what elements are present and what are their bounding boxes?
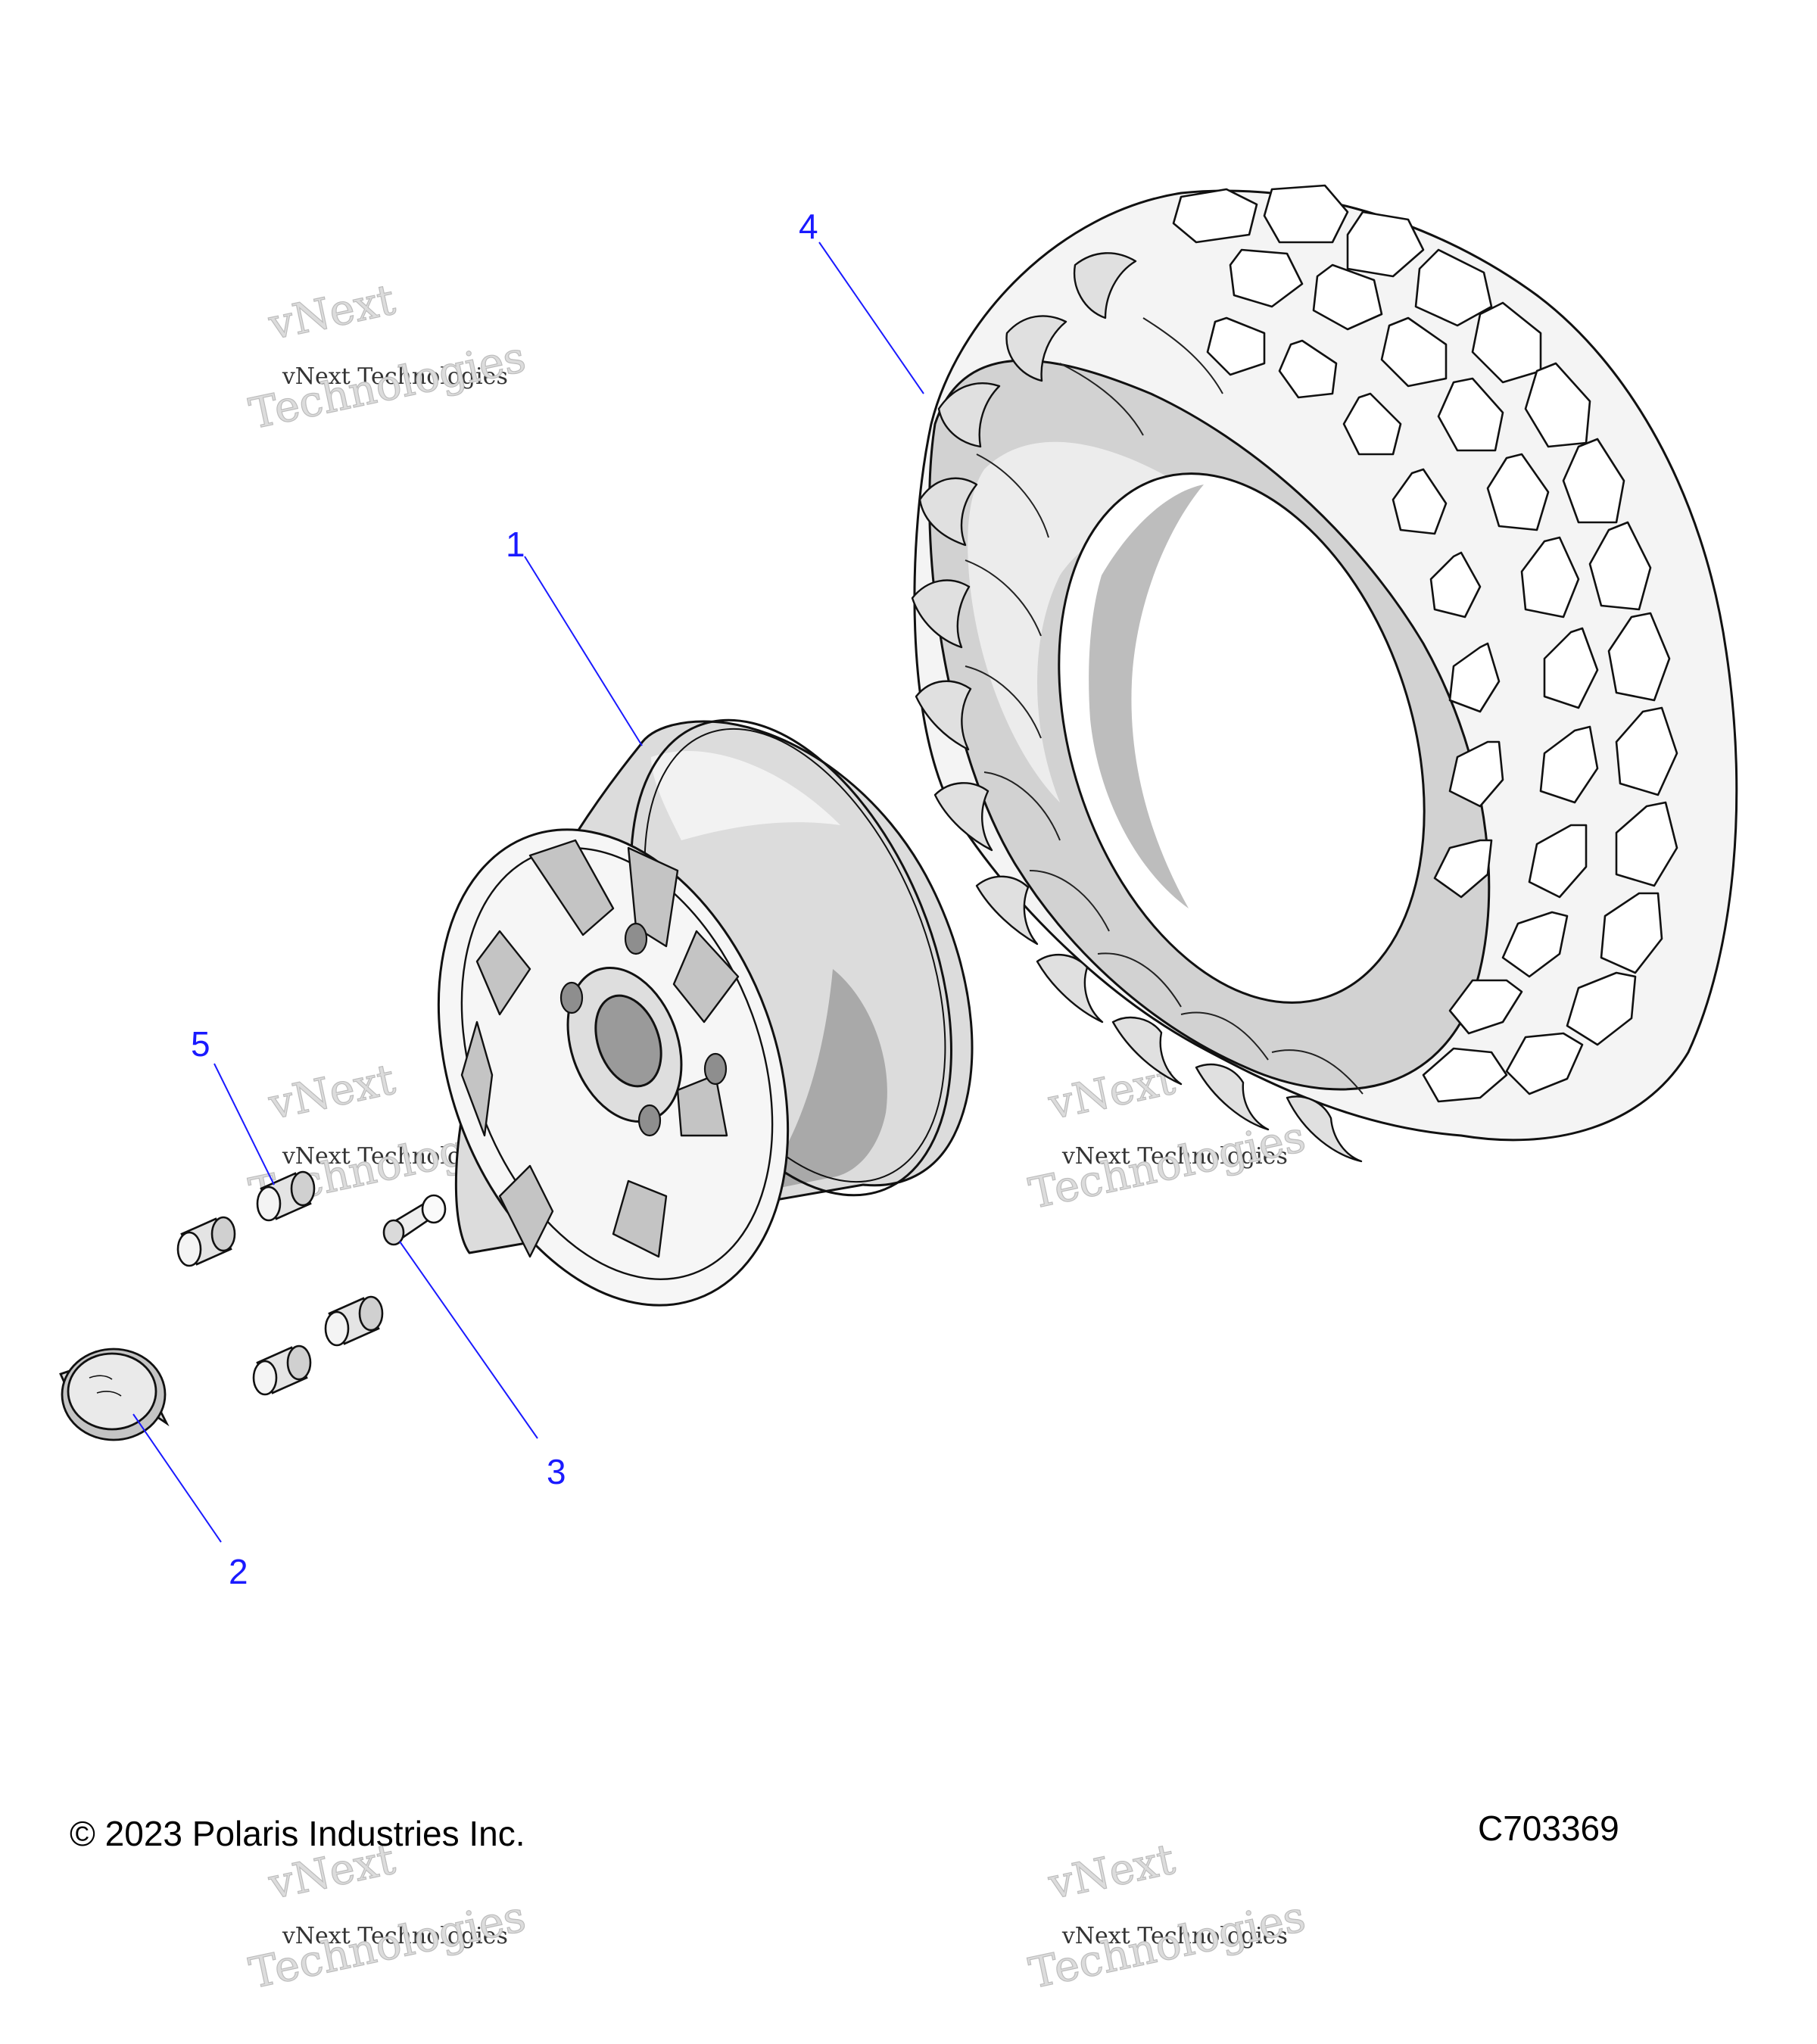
watermark-line-3: Technologies [1025, 1892, 1310, 1999]
watermark-line-1: vNext [264, 276, 400, 351]
rim-barrel-light [651, 751, 840, 840]
lug-nuts [176, 1170, 384, 1396]
tread-blocks [1172, 184, 1678, 1103]
tire-sidewall-highlight [968, 441, 1181, 802]
shoulder-lugs [911, 252, 1363, 1163]
callout-label-1: 1 [506, 525, 525, 564]
watermark: vNext vNext Technologies Technologies [1024, 1834, 1310, 1999]
callout-label-2: 2 [229, 1552, 248, 1591]
lug-nut [252, 1344, 312, 1396]
watermark-line-1: vNext [264, 1055, 400, 1130]
callout-5: 5 [191, 1024, 275, 1186]
watermark-line-2: vNext Technologies [282, 363, 508, 390]
rim-spoke-windows [460, 839, 740, 1258]
callout-2: 2 [132, 1413, 248, 1591]
lug-nut [324, 1295, 384, 1347]
callouts: 1 2 3 4 5 [132, 207, 924, 1591]
rim-center-bore [594, 994, 662, 1088]
sidewall-graphics [965, 317, 1364, 1095]
callout-3: 3 [399, 1241, 566, 1491]
callout-label-4: 4 [799, 207, 818, 246]
callout-label-3: 3 [547, 1452, 566, 1491]
lug-nut [176, 1216, 236, 1267]
center-cap [59, 1348, 170, 1441]
callout-1: 1 [506, 525, 643, 746]
watermark-line-2: vNext Technologies [1061, 1923, 1288, 1949]
diagram-number: C703369 [1478, 1809, 1619, 1848]
tire [911, 184, 1738, 1163]
watermark: vNext vNext Technologies Technologies [245, 275, 530, 440]
watermark-line-1: vNext [1044, 1835, 1180, 1910]
copyright-text: © 2023 Polaris Industries Inc. [70, 1814, 525, 1853]
rim-barrel-dark [757, 969, 887, 1192]
watermark-line-2: vNext Technologies [282, 1923, 508, 1949]
valve-stem [382, 1194, 447, 1246]
callout-label-5: 5 [191, 1024, 210, 1064]
wheel-rim [437, 718, 974, 1307]
watermark-line-3: Technologies [245, 1892, 530, 1999]
watermark-line-2: vNext Technologies [1061, 1143, 1288, 1170]
rim-lug-holes [559, 922, 728, 1137]
watermark-line-3: Technologies [245, 332, 530, 439]
tire-inner-shadow [1089, 485, 1204, 908]
callout-4: 4 [799, 207, 924, 394]
